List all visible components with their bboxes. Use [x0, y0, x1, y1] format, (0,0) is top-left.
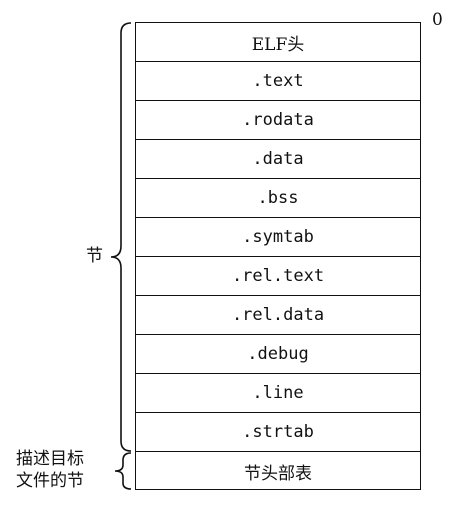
section-label: 节头部表	[244, 464, 312, 484]
section-row: .strtab	[136, 413, 420, 452]
section-row: ELF头	[136, 23, 420, 62]
section-label: .debug	[247, 344, 309, 364]
section-row: .text	[136, 62, 420, 101]
section-row: .rel.data	[136, 296, 420, 335]
section-row: .data	[136, 140, 420, 179]
section-label: .data	[252, 149, 304, 169]
section-label: .symtab	[242, 227, 314, 247]
section-row: .line	[136, 374, 420, 413]
section-label: .line	[252, 383, 304, 403]
section-label: .strtab	[242, 422, 314, 442]
section-row: 节头部表	[136, 452, 420, 491]
section-row: .debug	[136, 335, 420, 374]
sections-brace-label: 节	[86, 246, 103, 266]
section-row: .symtab	[136, 218, 420, 257]
section-header-brace-label-line2: 文件的节	[16, 471, 84, 491]
elf-section-table: ELF头 .text .rodata .data .bss .symtab .rel.tex…	[135, 22, 421, 490]
section-row: .rel.text	[136, 257, 420, 296]
section-label: .text	[252, 71, 304, 91]
section-label: .bss	[257, 188, 299, 208]
section-header-brace-label-line1: 描述目标	[16, 449, 84, 469]
section-label: .rel.data	[231, 305, 325, 325]
section-row: .bss	[136, 179, 420, 218]
section-row: .rodata	[136, 101, 420, 140]
offset-zero-label: 0	[432, 10, 443, 30]
section-label: .rodata	[242, 110, 314, 130]
sections-brace	[110, 22, 132, 452]
section-header-brace	[114, 452, 132, 490]
section-label: .rel.text	[231, 266, 325, 286]
section-label: ELF头	[251, 34, 305, 55]
